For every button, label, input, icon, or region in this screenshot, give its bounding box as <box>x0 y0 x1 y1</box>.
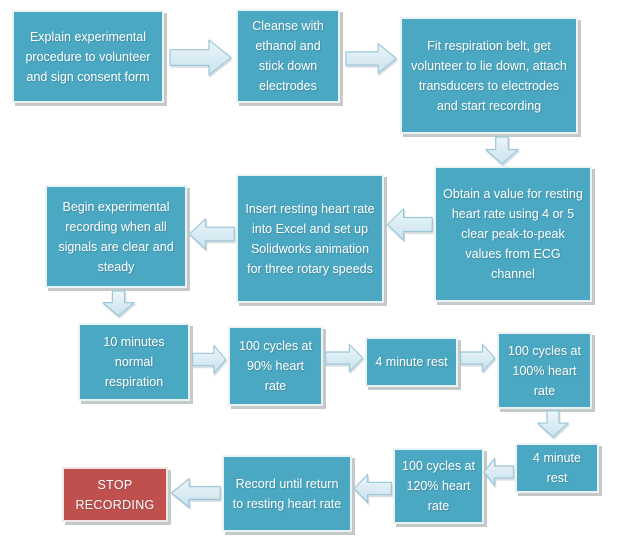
step-4-min-rest-1: 4 minute rest <box>365 337 458 387</box>
step-label: 100 cycles at 100% heart rate <box>508 343 581 398</box>
step-label: 100 cycles at 120% heart rate <box>402 459 475 513</box>
step-fit-respiration-belt: Fit respiration belt, get volunteer to l… <box>400 17 578 134</box>
step-label: Begin experimental recording when all si… <box>58 199 174 274</box>
step-label: STOP RECORDING <box>75 477 155 512</box>
step-record-until-resting: Record until return to resting heart rat… <box>222 455 352 532</box>
arrow-down-icon <box>484 136 520 165</box>
step-label: Fit respiration belt, get volunteer to l… <box>411 38 567 113</box>
step-stop-recording: STOP RECORDING <box>62 467 168 522</box>
arrow-down-icon <box>536 410 570 438</box>
step-label: 100 cycles at 90% heart rate <box>239 339 312 393</box>
arrow-down-icon <box>101 290 136 317</box>
step-100-cycles-90: 100 cycles at 90% heart rate <box>228 326 323 406</box>
step-insert-into-excel: Insert resting heart rate into Excel and… <box>236 174 384 303</box>
step-label: Cleanse with ethanol and stick down elec… <box>252 19 324 93</box>
arrow-right-icon <box>169 38 233 77</box>
arrow-right-icon <box>192 344 227 375</box>
step-obtain-resting-heart-rate: Obtain a value for resting heart rate us… <box>434 166 592 302</box>
arrow-left-icon <box>483 457 514 487</box>
step-cleanse-ethanol: Cleanse with ethanol and stick down elec… <box>236 9 340 103</box>
arrow-right-icon <box>345 42 398 75</box>
step-4-min-rest-2: 4 minute rest <box>515 443 599 493</box>
arrow-right-icon <box>325 343 364 373</box>
step-label: 10 minutes normal respiration <box>103 335 165 389</box>
arrow-left-icon <box>188 217 235 251</box>
step-label: Obtain a value for resting heart rate us… <box>443 187 583 281</box>
arrow-left-icon <box>386 207 433 242</box>
step-10-min-normal-respiration: 10 minutes normal respiration <box>78 323 190 401</box>
arrow-left-icon <box>353 473 392 504</box>
arrow-right-icon <box>460 343 496 373</box>
step-100-cycles-100: 100 cycles at 100% heart rate <box>497 332 592 409</box>
step-label: Explain experimental procedure to volunt… <box>25 29 151 84</box>
step-label: Record until return to resting heart rat… <box>232 476 342 511</box>
step-label: 4 minute rest <box>533 451 581 485</box>
step-begin-recording: Begin experimental recording when all si… <box>45 185 187 288</box>
step-explain-procedure: Explain experimental procedure to volunt… <box>12 10 164 103</box>
step-label: Insert resting heart rate into Excel and… <box>245 201 375 276</box>
arrow-left-icon <box>170 477 221 509</box>
step-label: 4 minute rest <box>375 355 448 369</box>
step-100-cycles-120: 100 cycles at 120% heart rate <box>393 448 484 524</box>
